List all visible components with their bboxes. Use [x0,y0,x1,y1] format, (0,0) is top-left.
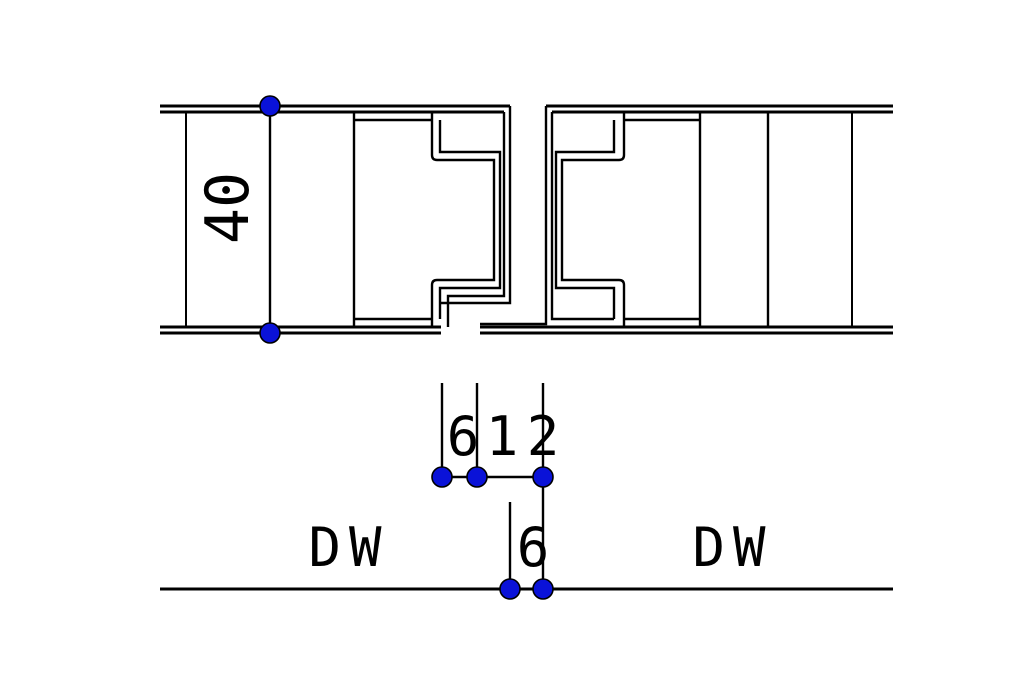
thickness-dimension-bottom-point [259,322,281,344]
dimension-point-d [499,578,521,600]
offset-dimension-label: 6 [517,516,550,579]
dimension-point-e [532,578,554,600]
left-channel-inner [446,112,506,327]
right-channel-middle [554,120,616,319]
dimension-point-b [466,466,488,488]
gap-dimension-label-1: 6 [447,405,480,468]
dimension-point-c [532,466,554,488]
left-channel-middle [438,120,502,319]
left-channel-skin [441,106,512,305]
dimension-point-a [431,466,453,488]
right-channel-outer [560,112,626,327]
section-view: 40 [160,95,893,344]
thickness-dimension-label: 40 [193,172,263,244]
right-channel-inner [550,112,614,321]
thickness-dimension-top-point [259,95,281,117]
joint-detail: 6 1 2 6 DW DW [160,383,893,600]
right-channel-skin [480,106,548,326]
gap-dimension-label-2: 1 [486,405,519,468]
left-channel-outer [430,112,496,327]
left-material-label: DW [308,516,389,579]
right-material-label: DW [692,516,773,579]
gap-dimension-label-3: 2 [527,405,560,468]
